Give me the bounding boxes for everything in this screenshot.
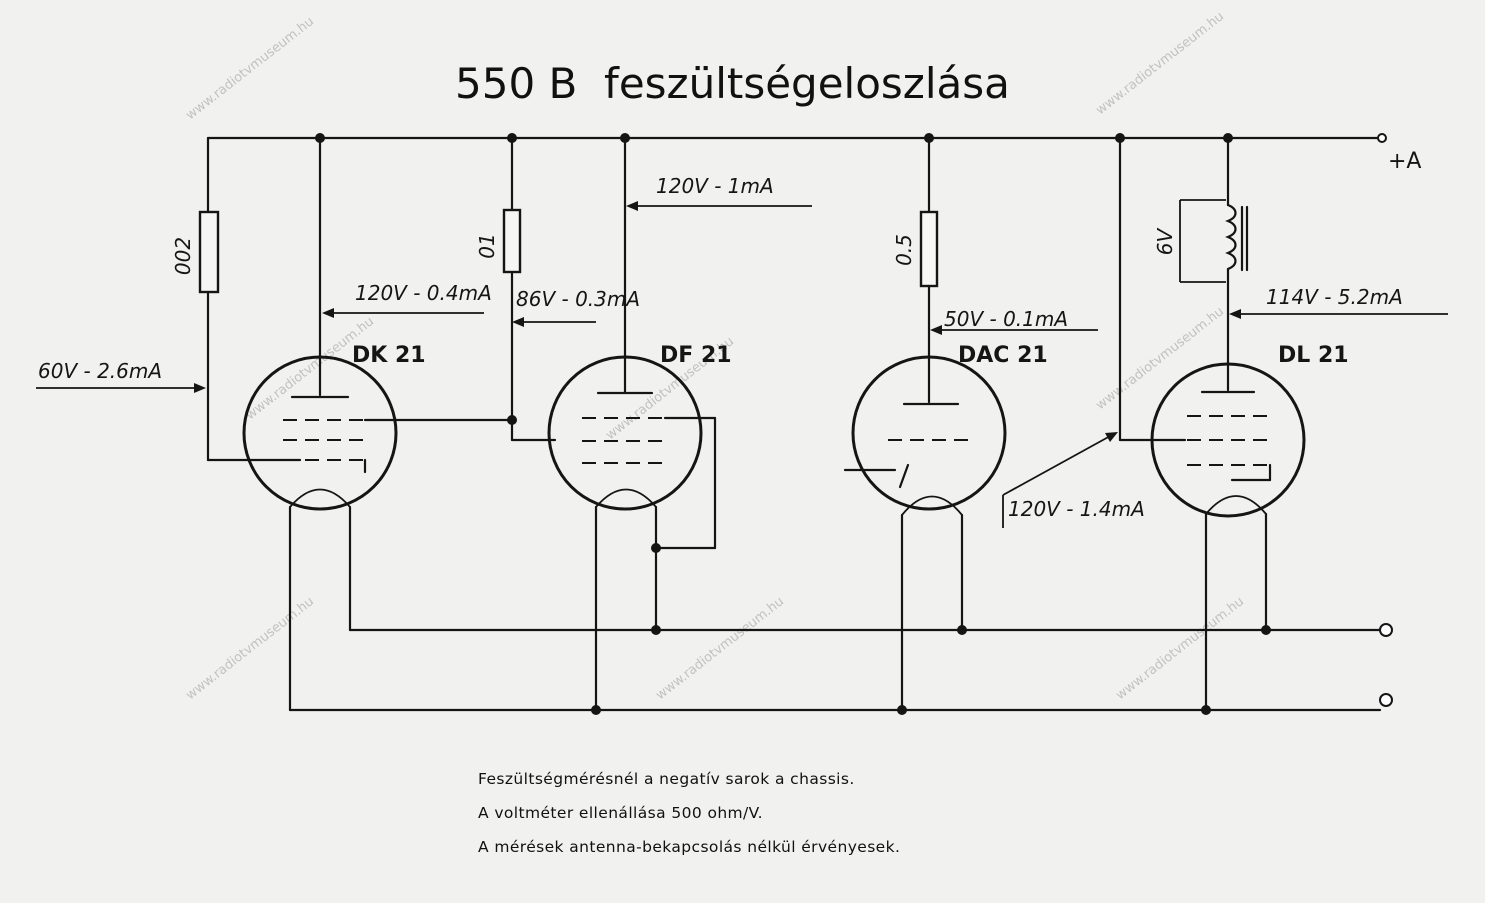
df21-stage: 01 DF 21 86V - 0.3mA 120V - 1mA: [475, 136, 812, 712]
note-line: A mérések antenna-bekapcsolás nélkül érv…: [478, 838, 901, 856]
watermark: www.radiotvmuseum.hu: [183, 14, 317, 123]
measurement-df21-anode: 120V - 1mA: [656, 174, 774, 198]
watermark: www.radiotvmuseum.hu: [243, 314, 377, 423]
plus-terminal: [1377, 133, 1387, 143]
tube-label-dk21: DK 21: [352, 343, 426, 368]
measurement-dk21-grid: 60V - 2.6mA: [38, 359, 162, 383]
page-title: 550 B feszültségeloszlása: [455, 59, 1010, 108]
watermark: www.radiotvmuseum.hu: [653, 594, 787, 703]
resistor-label: 01: [475, 233, 499, 258]
plus-rail: +A: [206, 133, 1421, 174]
tube-label-dac21: DAC 21: [958, 343, 1048, 368]
output-transformer-coil: [1225, 203, 1237, 271]
tube-label-dl21: DL 21: [1278, 343, 1349, 368]
watermark: www.radiotvmuseum.hu: [1093, 304, 1227, 413]
filament-rails: [288, 623, 1393, 715]
dl21-stage: 6V DL 21 114V - 5.2mA 120V - 1.4mA: [1002, 136, 1448, 712]
measurement-dl21-anode: 114V - 5.2mA: [1266, 285, 1403, 309]
watermark: www.radiotvmuseum.hu: [1113, 594, 1247, 703]
measurement-dk21-screen: 120V - 0.4mA: [355, 281, 492, 305]
filament-terminal: [1379, 623, 1393, 637]
watermark: www.radiotvmuseum.hu: [183, 594, 317, 703]
measurement-df21-screen: 86V - 0.3mA: [516, 287, 640, 311]
chassis-terminal: [1379, 693, 1393, 707]
notes-block: Feszültségmérésnél a negatív sarok a cha…: [478, 762, 900, 864]
plus-terminal-label: +A: [1388, 149, 1421, 174]
note-line: A voltméter ellenállása 500 ohm/V.: [478, 804, 764, 822]
note-line: Feszültségmérésnél a negatív sarok a cha…: [478, 770, 855, 788]
tube-dl21: [1150, 362, 1306, 518]
measurement-transformer-drop: 6V: [1153, 227, 1177, 255]
resistor-label: 0.5: [892, 234, 916, 266]
dk21-stage: 002 DK 21 60V - 2.6mA 120V - 0.4mA: [36, 136, 492, 712]
watermark: www.radiotvmuseum.hu: [1093, 9, 1227, 118]
resistor-002: [198, 210, 220, 294]
tube-dk21: [242, 355, 398, 511]
tube-dac21: [851, 355, 1007, 511]
resistor-05: [919, 210, 939, 288]
tube-df21: [547, 355, 703, 511]
dac21-stage: 0.5 DAC 21 50V - 0.1mA: [843, 136, 1098, 712]
tube-label-df21: DF 21: [660, 343, 732, 368]
measurement-dac21-anode: 50V - 0.1mA: [944, 307, 1068, 331]
measurement-dl21-screen: 120V - 1.4mA: [1008, 497, 1145, 521]
resistor-01: [502, 208, 522, 274]
resistor-label: 002: [171, 237, 195, 275]
